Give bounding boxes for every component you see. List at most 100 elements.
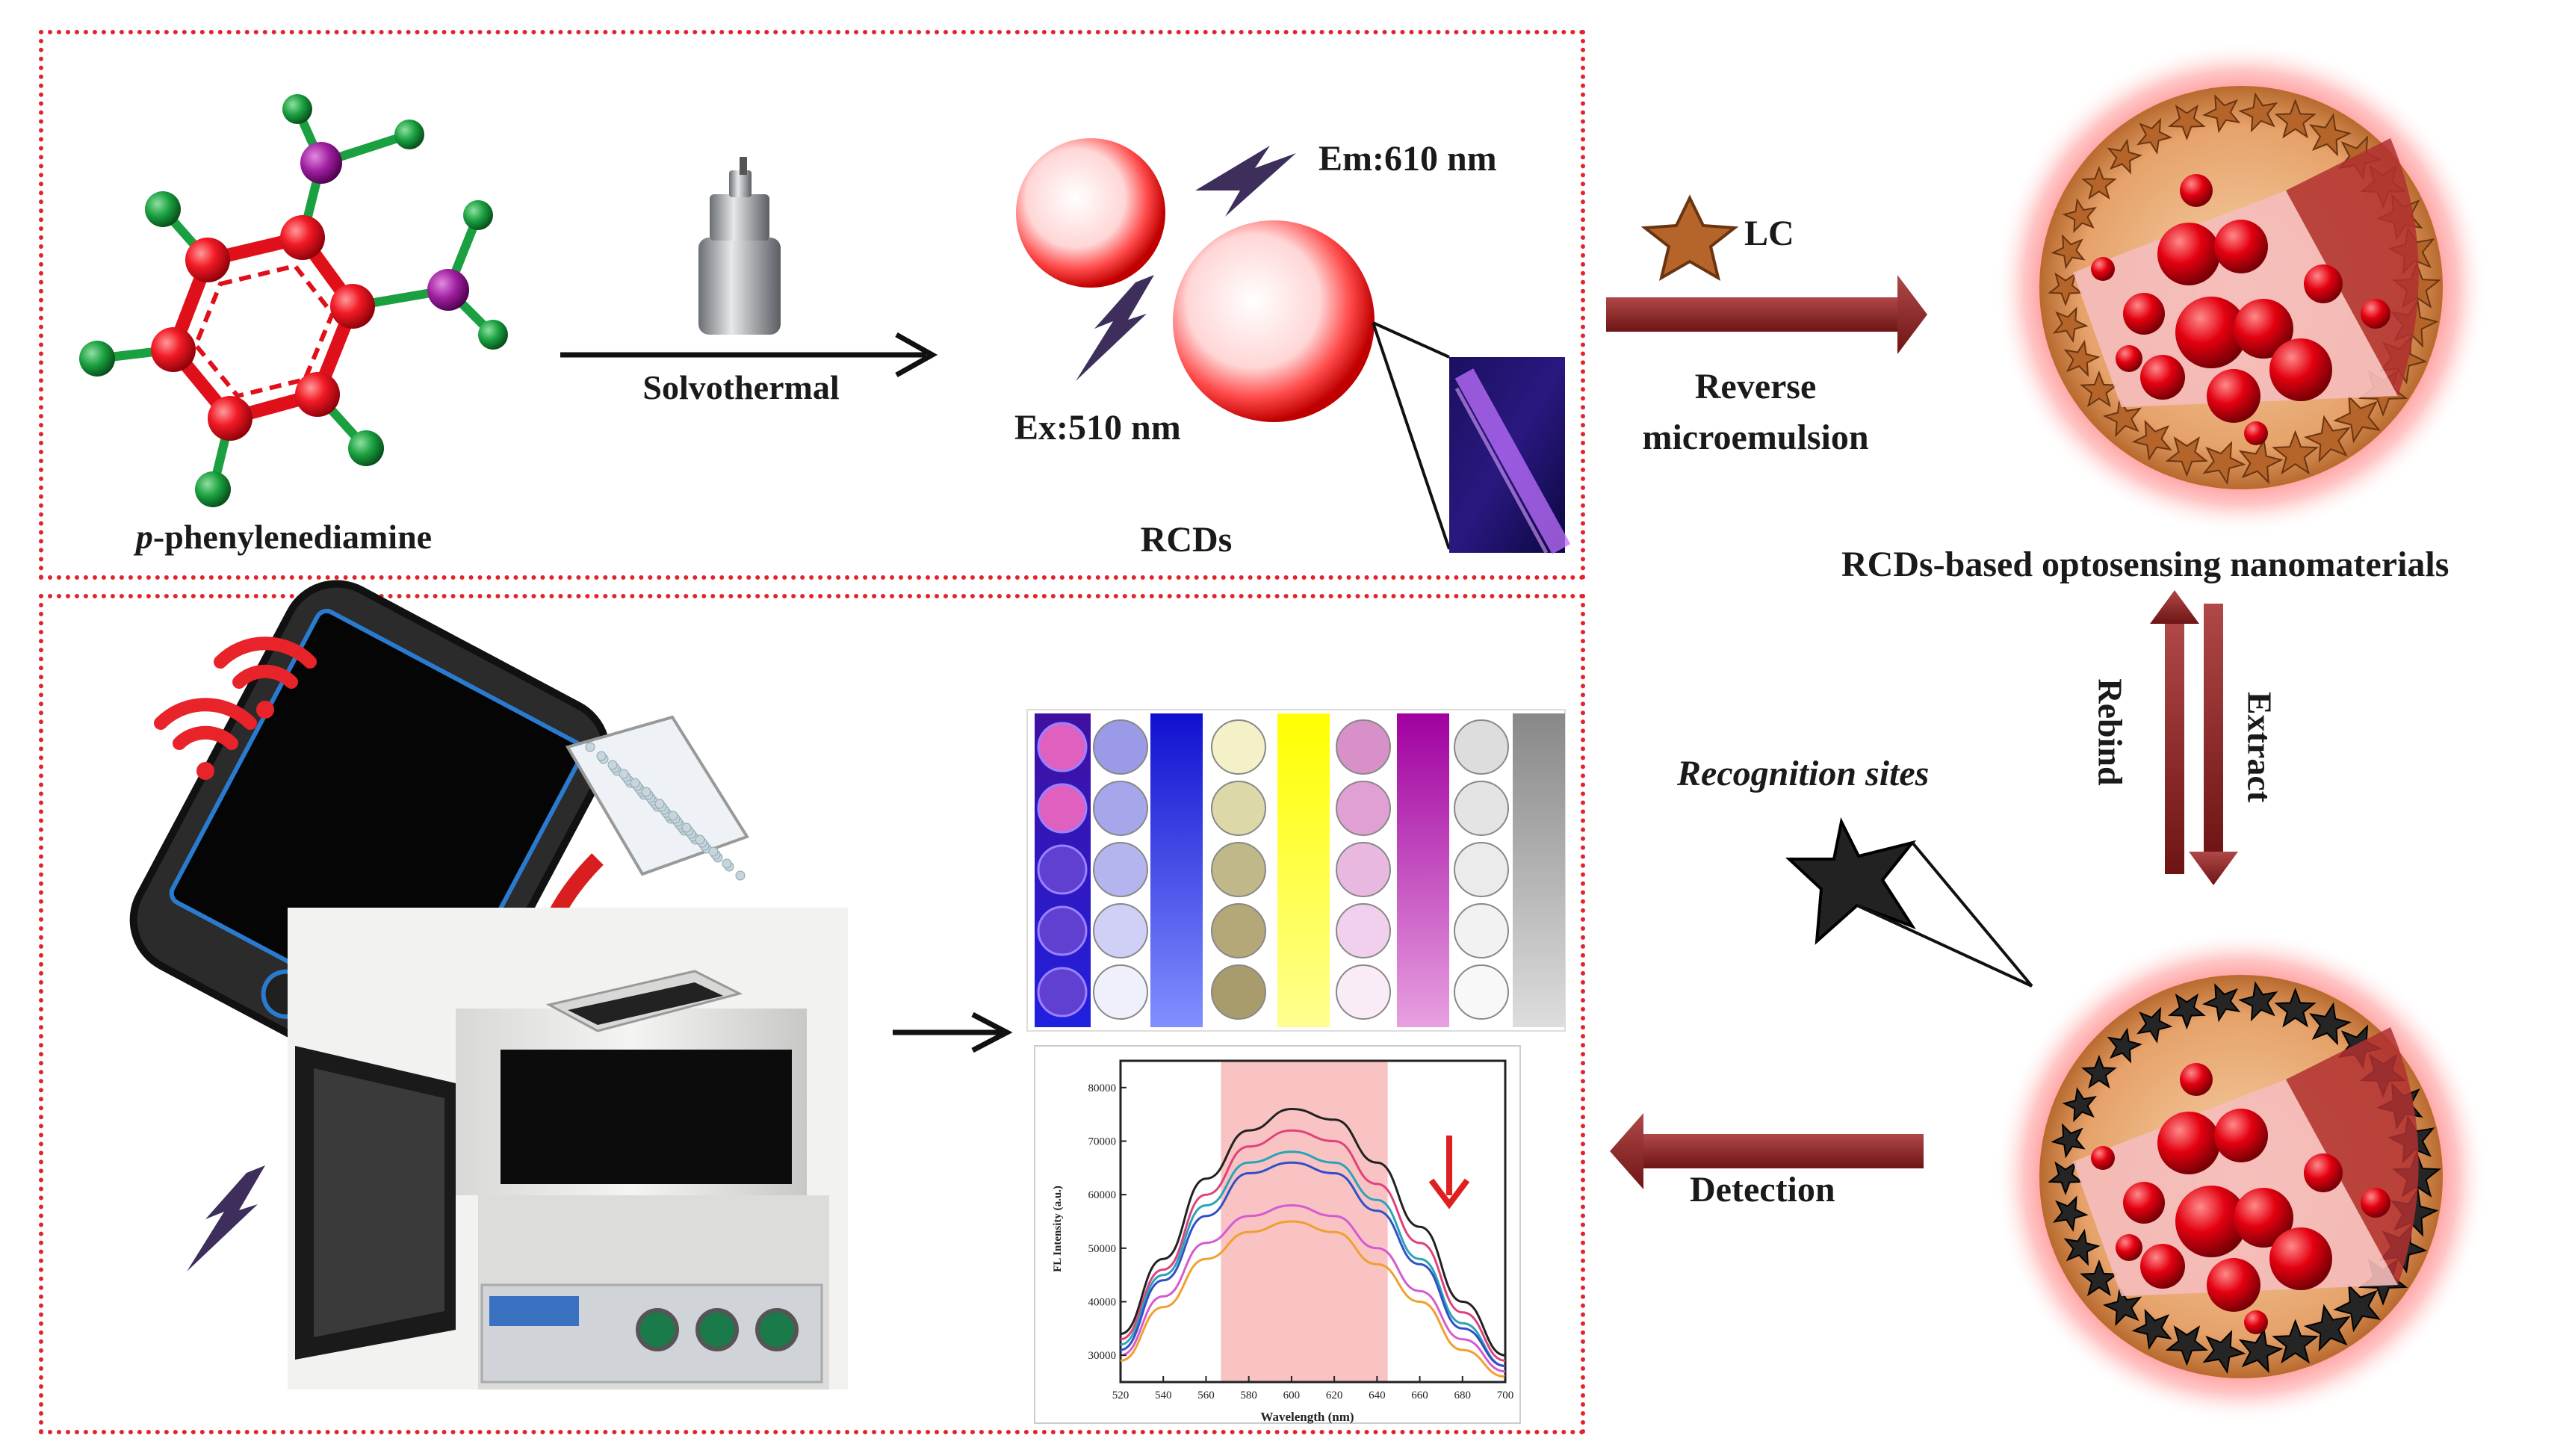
rcd-droplet <box>2091 1146 2115 1170</box>
uv-well <box>1037 905 1088 956</box>
y-tick-label: 40000 <box>1088 1297 1117 1309</box>
rcd-droplet <box>2269 338 2332 401</box>
plate-well <box>708 846 719 857</box>
shell-star-icon <box>2048 272 2083 307</box>
spectrum-line-6 <box>1120 1220 1506 1378</box>
spectrum-line-2 <box>1120 1129 1506 1362</box>
rcd-droplet <box>2175 297 2247 368</box>
color-well <box>1336 964 1391 1020</box>
tem-inset-image <box>1372 321 1571 554</box>
shell-star-icon <box>2274 987 2317 1028</box>
shell-star-icon <box>2202 441 2246 486</box>
spectrum-line-3 <box>1120 1150 1506 1367</box>
rebind-label: Rebind <box>2091 678 2130 786</box>
recognition-site-star-icon <box>1785 817 2033 988</box>
uv-well <box>1037 844 1088 895</box>
rebind-arrow <box>2150 590 2199 874</box>
plate-well <box>619 769 629 779</box>
x-tick-label: 540 <box>1155 1390 1172 1401</box>
spectrum-line-1 <box>1120 1107 1506 1357</box>
x-axis-label: Wavelength (nm) <box>1260 1410 1354 1424</box>
shell-star-icon <box>2081 165 2117 200</box>
emission-highlight-band <box>1221 1061 1388 1382</box>
plate-well <box>641 787 651 797</box>
rcd-droplet <box>2091 257 2115 281</box>
shell-star-icon <box>2136 1006 2173 1044</box>
precursor-italic-prefix: p <box>135 518 153 556</box>
shell-star-icon <box>2272 430 2320 475</box>
shell-star-icon <box>2051 234 2086 270</box>
rcd-droplet <box>2140 355 2185 400</box>
shell-star-icon <box>2052 1195 2089 1232</box>
color-well <box>1454 964 1509 1020</box>
microemulsion-label: microemulsion <box>1642 418 1869 457</box>
color-well <box>1093 964 1148 1020</box>
plate-well <box>722 858 732 869</box>
shell-star-icon <box>2333 394 2381 444</box>
color-well <box>1211 842 1266 897</box>
plate-well <box>630 778 640 788</box>
rcd-droplet <box>2361 1188 2390 1218</box>
extract-label: Extract <box>2240 691 2279 803</box>
shell-star-icon <box>2303 415 2351 463</box>
rcd-droplet <box>2304 264 2343 303</box>
spectrum-line-4 <box>1120 1161 1506 1367</box>
shell-star-icon <box>2167 993 2206 1030</box>
x-tick-label: 620 <box>1326 1390 1343 1401</box>
excitation-label: Ex:510 nm <box>1014 408 1181 447</box>
recognition-sites-label: Recognition sites <box>1677 754 1930 793</box>
color-well <box>1336 781 1391 836</box>
shell-star-icon <box>2080 370 2119 408</box>
well-plate-icon <box>565 715 750 881</box>
synthesis-arrow <box>560 332 938 378</box>
shell-star-icon <box>2131 419 2172 461</box>
plate-well <box>607 760 618 770</box>
shell-star-icon <box>2238 981 2278 1022</box>
rcds-label: RCDs <box>1140 520 1233 560</box>
color-well <box>1336 719 1391 775</box>
rcds-spheres <box>1016 138 1375 422</box>
y-tick-label: 80000 <box>1088 1082 1117 1094</box>
shell-star-icon <box>2272 1319 2320 1364</box>
shell-star-icon <box>2102 1286 2142 1327</box>
plot-frame <box>1119 1059 1507 1384</box>
rcd-droplet <box>2180 1063 2213 1096</box>
color-well <box>1211 781 1266 836</box>
rcd-droplet <box>2157 1112 2220 1174</box>
uv-analyzer-icon <box>288 908 848 1390</box>
color-well <box>1211 719 1266 775</box>
x-tick-label: 680 <box>1454 1390 1472 1401</box>
rcd-droplet <box>2157 223 2220 285</box>
p-phenylenediamine-molecule <box>79 94 508 507</box>
solvothermal-label: Solvothermal <box>642 368 840 406</box>
plate-well <box>735 870 746 881</box>
color-well <box>1454 842 1509 897</box>
color-well <box>1093 781 1148 836</box>
y-tick-label: 30000 <box>1088 1350 1117 1362</box>
rcd-droplet <box>2123 293 2165 335</box>
shell-star-icon <box>2063 339 2101 377</box>
x-tick-label: 560 <box>1197 1390 1215 1401</box>
shell-star-icon <box>2062 1087 2097 1123</box>
shell-star-icon <box>2063 1228 2101 1266</box>
y-tick-label: 50000 <box>1088 1243 1117 1255</box>
shell-star-icon <box>2333 1283 2381 1333</box>
shell-star-icon <box>2202 983 2241 1023</box>
shell-star-icon <box>2136 117 2173 155</box>
color-analysis-panel <box>1026 709 1566 1032</box>
shell-star-icon <box>2202 94 2241 134</box>
shell-star-icon <box>2238 1328 2284 1374</box>
color-well <box>1093 842 1148 897</box>
rcd-droplet <box>2175 1186 2247 1257</box>
shell-star-icon <box>2238 92 2278 133</box>
y-axis-label: FL Intensity (a.u.) <box>1052 1186 1064 1272</box>
plate-well <box>668 811 678 821</box>
reverse-label: Reverse <box>1694 367 1817 406</box>
lc-star-icon <box>1640 194 1739 282</box>
shell-star-icon <box>2167 104 2206 141</box>
plate-well <box>596 751 607 761</box>
shell-star-icon <box>2051 1123 2086 1159</box>
